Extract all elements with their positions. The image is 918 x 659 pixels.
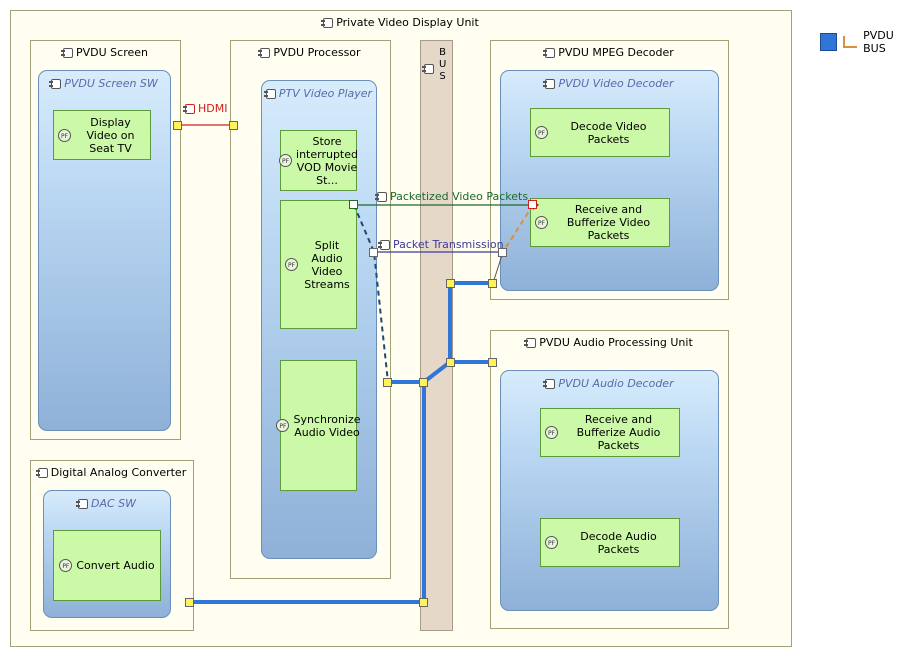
port[interactable] [488,279,497,288]
screen-sw-title: PVDU Screen SW [64,77,158,90]
link-icon [183,103,195,114]
function-receive-audio[interactable]: PF Receive and Bufferize Audio Packets [540,408,680,457]
function-icon: PF [279,154,293,167]
node-icon [321,17,334,28]
bus-link-audio [422,360,493,384]
port[interactable] [419,378,428,387]
processor-port-dashed-link [353,204,389,383]
function-icon: PF [59,559,73,572]
processor-title: PVDU Processor [273,46,361,59]
packet-transmission-label: Packet Transmission [378,238,504,251]
port[interactable] [383,378,392,387]
component-icon [49,78,62,89]
bus-link-icon [843,36,858,48]
port[interactable] [488,358,497,367]
port[interactable] [419,598,428,607]
mpeg-port-link [492,251,504,284]
function-display-video[interactable]: PF Display Video on Seat TV [53,110,151,160]
bus-letters: BUS [439,47,447,82]
link-icon [375,191,387,202]
mpeg-sw-title: PVDU Video Decoder [558,77,674,90]
function-synchronize[interactable]: PF Synchronize Audio Video [276,360,361,491]
audio-unit-title: PVDU Audio Processing Unit [539,336,693,349]
function-icon: PF [545,536,558,549]
hdmi-label: HDMI [183,102,227,115]
function-decode-video[interactable]: PF Decode Video Packets [530,108,670,157]
function-port[interactable] [498,248,507,257]
port[interactable] [229,121,238,130]
component-icon [263,88,276,99]
bus-link-mpeg [448,281,493,362]
component-icon [543,78,556,89]
function-convert-audio[interactable]: PF Convert Audio [53,530,161,601]
function-port[interactable] [528,200,537,209]
function-icon: PF [58,128,71,142]
function-receive-video[interactable]: PF Receive and Bufferize Video Packets [530,198,670,247]
port[interactable] [173,121,182,130]
mpeg-title: PVDU MPEG Decoder [558,46,674,59]
bus-link-processor [190,380,426,604]
function-icon: PF [535,126,548,139]
node-icon [61,47,73,58]
bus-legend-swatch [820,33,838,51]
function-split-streams[interactable]: PF Split Audio Video Streams [280,200,357,329]
port[interactable] [446,279,455,288]
function-decode-audio[interactable]: PF Decode Audio Packets [540,518,680,567]
audio-sw-title: PVDU Audio Decoder [558,377,674,390]
function-icon: PF [285,258,298,271]
port[interactable] [446,358,455,367]
function-icon: PF [545,426,558,439]
port[interactable] [185,598,194,607]
component-icon [75,498,88,509]
node-icon [258,47,271,58]
pvdu-video-decoder[interactable]: PVDU Video Decoder [500,70,719,291]
link-icon [378,239,390,250]
node-icon [422,64,434,74]
unit-title: Private Video Display Unit [336,16,479,29]
mpeg-port-dashed-link [502,204,534,253]
function-icon: PF [276,419,290,432]
video-packets-label: Packetized Video Packets [375,190,528,203]
node-icon [543,47,556,58]
node-icon [35,467,48,478]
node-icon [524,337,537,348]
dac-title: Digital Analog Converter [50,466,187,479]
processor-sw-title: PTV Video Player [278,87,373,100]
component-icon [543,378,556,389]
dac-sw-title: DAC SW [90,497,137,510]
function-icon: PF [535,216,548,229]
bus-links [190,281,493,604]
function-port[interactable] [369,248,378,257]
legend-label: PVDU BUS [863,29,894,55]
screen-title: PVDU Screen [76,46,148,59]
legend: PVDU BUS [820,29,918,55]
function-port[interactable] [349,200,358,209]
function-store-vod[interactable]: PF Store interrupted VOD Movie St... [279,130,358,191]
